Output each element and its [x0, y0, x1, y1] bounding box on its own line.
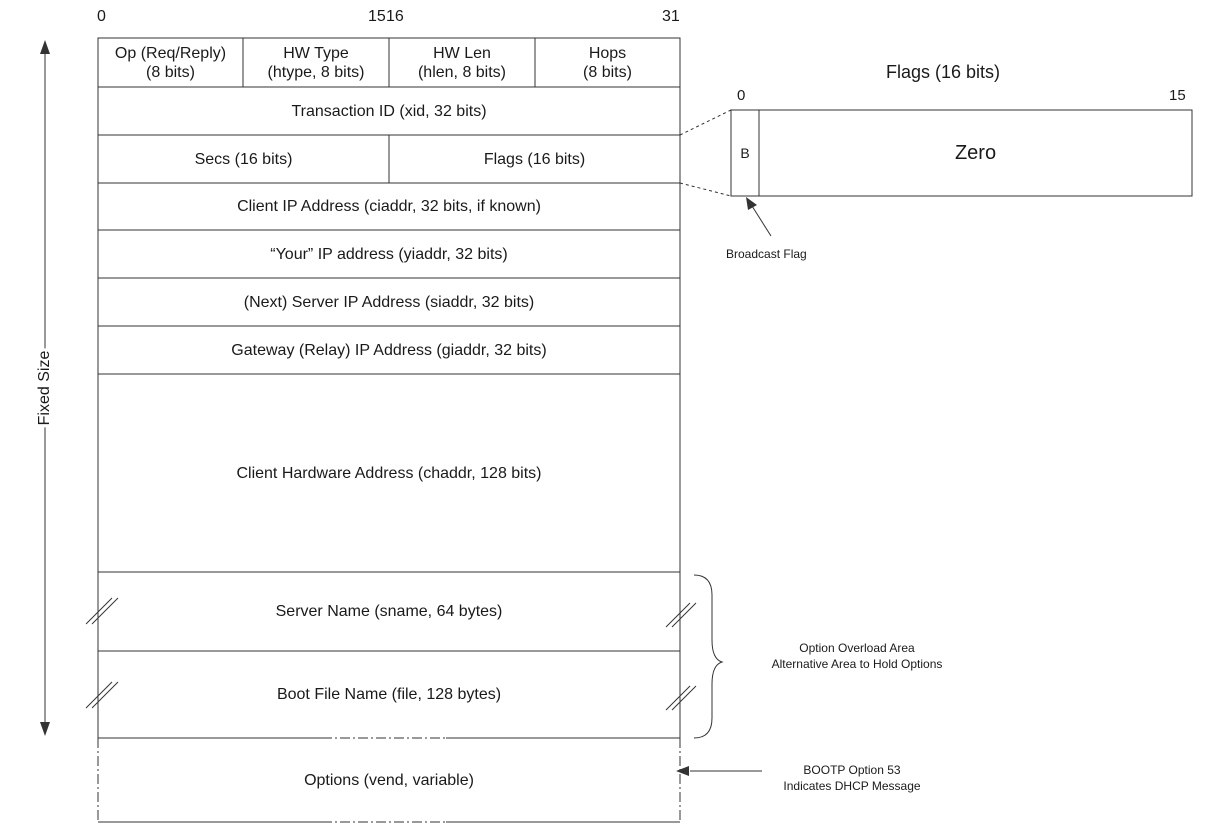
bootp-arrow-head [676, 766, 689, 776]
zoom-line-bottom [679, 182, 732, 197]
flags-field: Flags (16 bits) [483, 150, 586, 168]
broadcast-pointer-line [751, 205, 772, 237]
options-frame [97, 738, 681, 822]
bootp-note-line1: BOOTP Option 53 [803, 763, 901, 777]
hops-field: Hops (8 bits) [535, 38, 680, 87]
sname-field: Server Name (sname, 64 bytes) [275, 603, 503, 620]
secs-field: Secs (16 bits) [194, 150, 293, 168]
bit-label-31: 31 [662, 8, 680, 25]
bootp-note-line2: Indicates DHCP Message [783, 779, 921, 793]
bit-label-15: 15 [368, 8, 386, 25]
siaddr-field: (Next) Server IP Address (siaddr, 32 bit… [243, 293, 535, 311]
hops-field-line1: Hops [588, 44, 627, 62]
chaddr-field: Client Hardware Address (chaddr, 128 bit… [236, 464, 542, 482]
flags-detail-box [730, 109, 1193, 197]
htype-field-line1: HW Type [283, 44, 349, 62]
bootp-note: BOOTP Option 53 Indicates DHCP Message [762, 762, 942, 794]
op-field-line2: (8 bits) [146, 63, 195, 81]
zoom-line-top [679, 109, 732, 136]
bit-label-0: 0 [97, 8, 106, 25]
flags-detail-bit-15: 15 [1169, 87, 1186, 104]
flags-b-bit: B [740, 144, 750, 161]
giaddr-field: Gateway (Relay) IP Address (giaddr, 32 b… [231, 341, 547, 359]
flags-zero-bits: Zero [954, 141, 997, 164]
broadcast-arrow-head [746, 197, 757, 210]
file-field: Boot File Name (file, 128 bytes) [276, 686, 502, 703]
hlen-field-line1: HW Len [433, 44, 491, 62]
yiaddr-field: “Your” IP address (yiaddr, 32 bits) [270, 245, 508, 263]
options-field: Options (vend, variable) [304, 771, 474, 789]
htype-field-line2: (htype, 8 bits) [267, 63, 365, 81]
overload-note-line1: Option Overload Area [799, 641, 915, 655]
op-field-line1: Op (Req/Reply) [114, 44, 227, 62]
break-mark-right [665, 602, 697, 711]
htype-field: HW Type (htype, 8 bits) [243, 38, 389, 87]
overload-note: Option Overload Area Alternative Area to… [735, 640, 979, 672]
bit-label-16: 16 [386, 8, 404, 25]
overload-brace [693, 574, 724, 739]
hlen-field-line2: (hlen, 8 bits) [417, 63, 507, 81]
fixed-size-label: Fixed Size [36, 348, 54, 428]
xid-field: Transaction ID (xid, 32 bits) [291, 102, 487, 120]
ciaddr-field: Client IP Address (ciaddr, 32 bits, if k… [237, 198, 541, 215]
broadcast-flag-label: Broadcast Flag [726, 247, 807, 261]
break-mark-left [85, 597, 119, 709]
flags-detail-title: Flags (16 bits) [886, 62, 1001, 82]
op-field: Op (Req/Reply) (8 bits) [98, 38, 243, 87]
hops-field-line2: (8 bits) [583, 63, 632, 81]
flags-detail-bit-0: 0 [737, 87, 746, 104]
fixed-size-arrow-head-bottom [40, 722, 50, 736]
fixed-size-arrow-head-top [40, 40, 50, 54]
overload-note-line2: Alternative Area to Hold Options [771, 657, 943, 671]
hlen-field: HW Len (hlen, 8 bits) [389, 38, 535, 87]
